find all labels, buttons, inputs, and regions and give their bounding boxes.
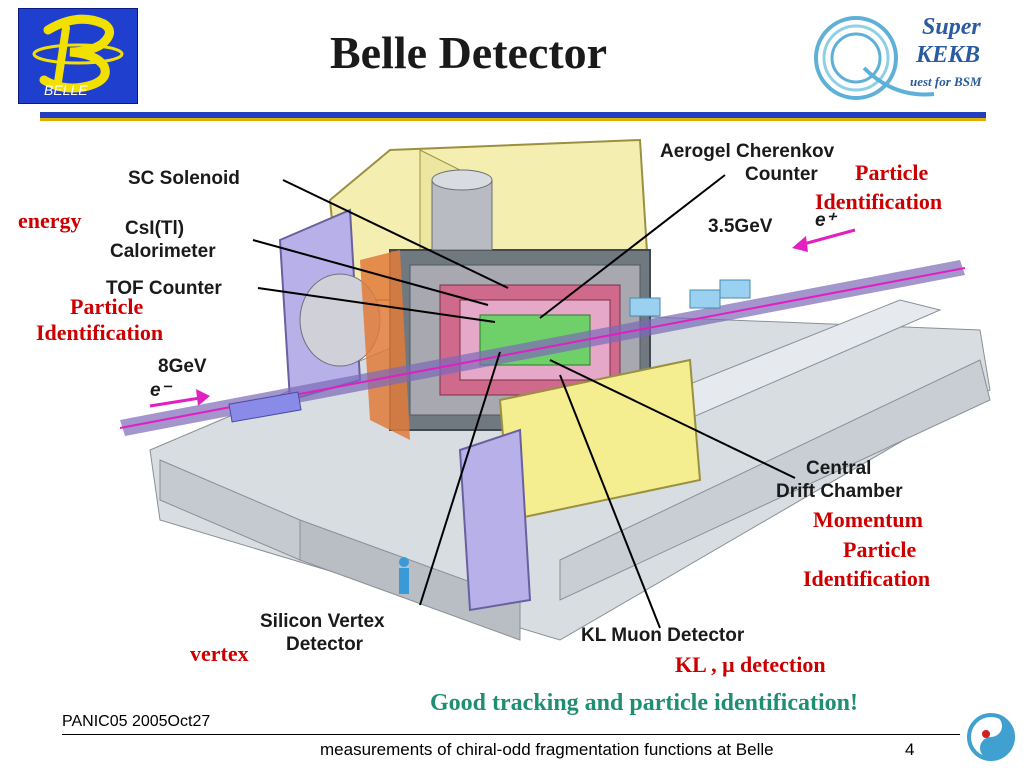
superkekb-line-1: Super: [922, 14, 981, 40]
aerogel-label-line1: Aerogel Cherenkov: [660, 141, 835, 162]
footer-page-number: 4: [905, 740, 915, 759]
summary-message: Good tracking and particle identificatio…: [430, 690, 858, 716]
superkekb-line-3: uest for BSM: [910, 74, 982, 89]
tof-counter-label: TOF Counter: [106, 278, 222, 299]
energy-annotation: energy: [18, 208, 82, 233]
vertex-annotation: vertex: [190, 641, 249, 666]
belle-logo: BELLE: [17, 7, 139, 105]
momentum-annotation: Momentum: [813, 507, 923, 532]
belle-logo-text: BELLE: [44, 82, 88, 98]
pid-right-top-line2: Identification: [815, 189, 943, 214]
beam-electron-particle: e⁻: [150, 380, 171, 401]
title-rule: [40, 112, 986, 122]
svd-label-line1: Silicon Vertex: [260, 611, 385, 632]
beam-positron-energy: 3.5GeV: [708, 216, 773, 237]
footer-talk-title: measurements of chiral-odd fragmentation…: [320, 740, 774, 759]
pid-left-line1: Particle: [70, 294, 144, 319]
csi-calorimeter-label-line1: CsI(Tl): [125, 218, 185, 239]
cdc-label-line1: Central: [806, 458, 872, 479]
pid-right-bottom-line2: Identification: [803, 566, 931, 591]
sc-solenoid-label: SC Solenoid: [128, 168, 240, 189]
klm-label: KL Muon Detector: [581, 625, 745, 646]
page-title: Belle Detector: [330, 27, 608, 78]
beam-electron-energy: 8GeV: [158, 356, 207, 377]
superkekb-logo: Super KEKB uest for BSM: [804, 8, 1004, 104]
footer-rule: [62, 734, 960, 735]
footer-conference: PANIC05 2005Oct27: [62, 713, 211, 730]
cdc-label-line2: Drift Chamber: [776, 481, 903, 502]
pid-right-bottom-line1: Particle: [843, 537, 917, 562]
csi-calorimeter-label-line2: Calorimeter: [110, 241, 216, 262]
superkekb-line-2: KEKB: [916, 42, 981, 68]
svd-label-line2: Detector: [286, 634, 364, 655]
footer-logo-icon: [967, 713, 1015, 761]
beam-positron-particle: e⁺: [815, 210, 836, 231]
aerogel-label-line2: Counter: [745, 164, 818, 185]
pid-right-top-line1: Particle: [855, 160, 929, 185]
pid-left-line2: Identification: [36, 320, 164, 345]
kl-mu-detection-annotation: KL , μ detection: [675, 652, 826, 677]
